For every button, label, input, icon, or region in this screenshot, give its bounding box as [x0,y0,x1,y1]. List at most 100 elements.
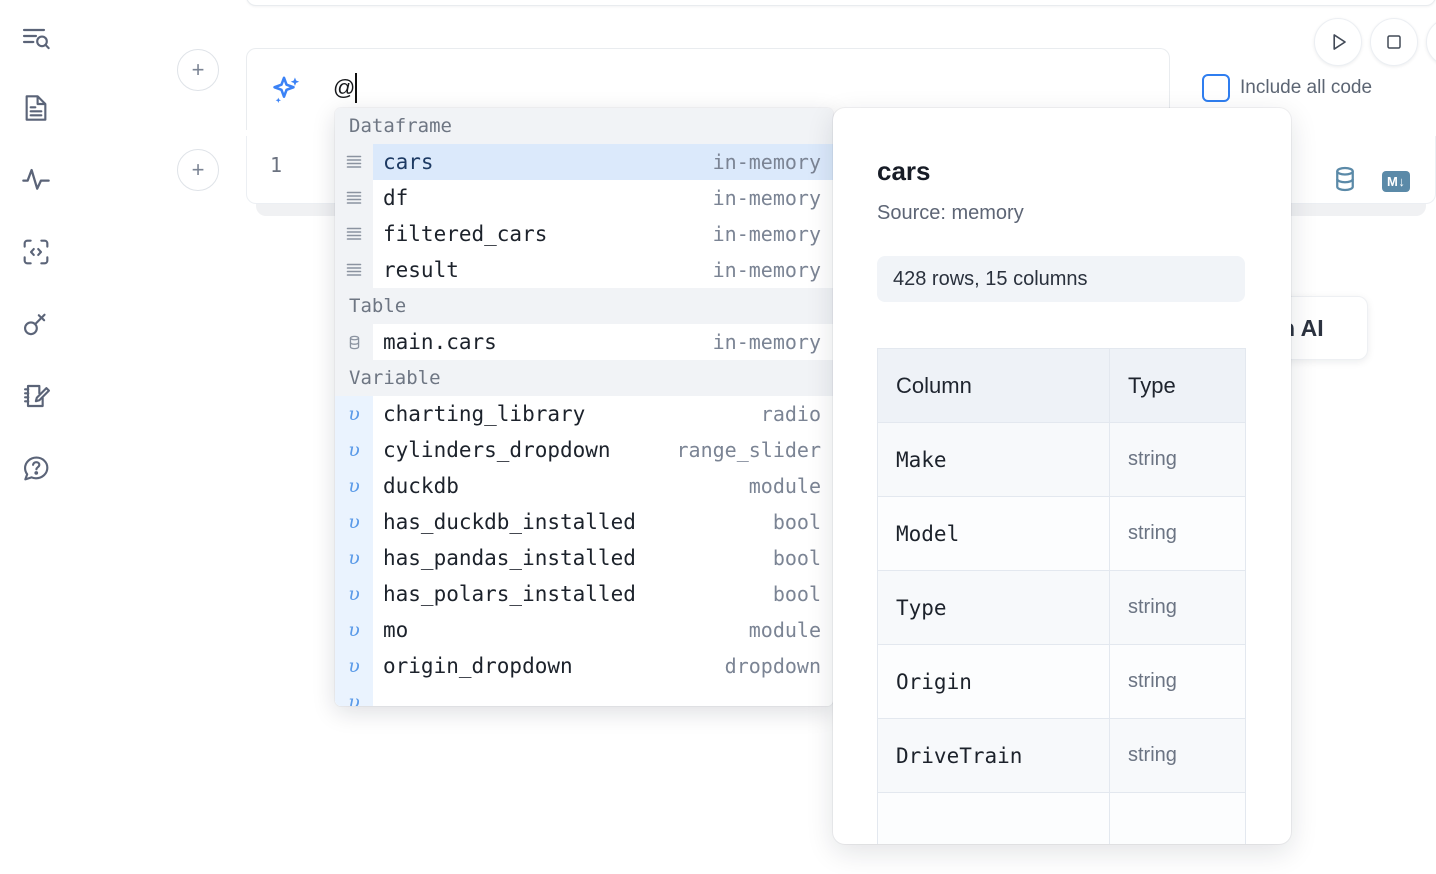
run-button[interactable] [1314,18,1362,66]
autocomplete-item-kind: in-memory [712,330,821,354]
cell-column-type: string [1109,422,1246,497]
autocomplete-item-kind: in-memory [712,258,821,282]
autocomplete-item-mo[interactable]: υ mo module [335,612,833,648]
table-row: DriveTrain string [877,718,1246,793]
autocomplete-item-kind: in-memory [712,222,821,246]
include-all-code-row[interactable]: Include all code [1202,74,1372,102]
cell-column-type: string [1109,644,1246,719]
autocomplete-item-partial[interactable]: υ [335,684,833,706]
cell-column-type: string [1109,496,1246,571]
include-all-code-label: Include all code [1240,77,1373,98]
autocomplete-item-has-duckdb-installed[interactable]: υ has_duckdb_installed bool [335,504,833,540]
plus-icon: + [191,157,205,182]
help-question-icon[interactable] [16,448,56,488]
autocomplete-item-label: duckdb [383,474,459,498]
autocomplete-item-duckdb[interactable]: υ duckdb module [335,468,833,504]
table-row: Origin string [877,644,1246,719]
autocomplete-item-label: df [383,186,409,210]
autocomplete-item-origin-dropdown[interactable]: υ origin_dropdown dropdown [335,648,833,684]
table-row: Type string [877,570,1246,645]
cell-column-type: string [1109,570,1246,645]
database-icon[interactable] [1330,164,1360,199]
more-actions-button[interactable] [1426,18,1436,66]
autocomplete-group-header: Variable [335,360,833,396]
file-document-icon[interactable] [16,88,56,128]
ai-prompt-input[interactable]: @ [333,75,356,100]
doc-source: Source: memory [877,202,1024,224]
autocomplete-item-has-pandas-installed[interactable]: υ has_pandas_installed bool [335,540,833,576]
notebook-edit-icon[interactable] [16,376,56,416]
dataframe-icon [335,144,373,180]
activity-pulse-icon[interactable] [16,160,56,200]
autocomplete-item-charting-library[interactable]: υ charting_library radio [335,396,833,432]
cell-column-name: DriveTrain [877,718,1110,793]
autocomplete-item-kind: module [748,618,821,642]
cell-column-name [877,792,1110,844]
plus-icon: + [191,57,205,82]
cell-column-name: Make [877,422,1110,497]
dataframe-icon [335,252,373,288]
variable-icon: υ [335,612,373,648]
autocomplete-item-cars[interactable]: cars in-memory [335,144,833,180]
autocomplete-item-df[interactable]: df in-memory [335,180,833,216]
variable-icon: υ [335,396,373,432]
autocomplete-item-kind: range_slider [676,438,822,462]
autocomplete-item-label: charting_library [383,402,586,426]
autocomplete-item-kind: bool [772,546,821,570]
variable-icon: υ [335,684,373,706]
cell-column-name: Model [877,496,1110,571]
cell-column-type: string [1109,718,1246,793]
sparkle-icon [269,73,305,109]
cell-column-type [1109,792,1246,844]
autocomplete-item-label: main.cars [383,330,497,354]
autocomplete-item-label: cylinders_dropdown [383,438,611,462]
autocomplete-item-main-cars[interactable]: main.cars in-memory [335,324,833,360]
autocomplete-item-label: filtered_cars [383,222,548,246]
autocomplete-item-kind: bool [772,582,821,606]
table-row: Model string [877,496,1246,571]
variable-icon: υ [335,504,373,540]
autocomplete-item-has-polars-installed[interactable]: υ has_polars_installed bool [335,576,833,612]
previous-cell-stub [246,0,1436,6]
stop-button[interactable] [1370,18,1418,66]
code-snippet-icon[interactable] [16,232,56,272]
text-cursor [355,73,357,103]
autocomplete-item-kind: bool [772,510,821,534]
autocomplete-group-header: Table [335,288,833,324]
autocomplete-item-kind: module [748,474,821,498]
autocomplete-item-label: origin_dropdown [383,654,573,678]
column-header-column: Column [877,348,1110,423]
markdown-icon[interactable]: M↓ [1382,171,1411,192]
dataframe-icon [335,180,373,216]
cell-toolbar-icons: M↓ [1330,164,1411,199]
cell-column-name: Type [877,570,1110,645]
doc-shape-badge: 428 rows, 15 columns [877,256,1245,302]
autocomplete-item-result[interactable]: result in-memory [335,252,833,288]
autocomplete-group-header: Dataframe [335,108,833,144]
cell-column-name: Origin [877,644,1110,719]
autocomplete-item-label: result [383,258,459,282]
autocomplete-item-label: mo [383,618,409,642]
autocomplete-item-kind: dropdown [724,654,821,678]
explore-search-icon[interactable] [16,18,56,58]
autocomplete-item-kind: in-memory [712,186,821,210]
variable-icon: υ [335,576,373,612]
autocomplete-item-kind: radio [760,402,821,426]
autocomplete-item-cylinders-dropdown[interactable]: υ cylinders_dropdown range_slider [335,432,833,468]
autocomplete-dropdown[interactable]: Dataframe cars in-memory df in-memory [335,108,833,706]
dataframe-icon [335,216,373,252]
include-all-code-checkbox[interactable] [1202,74,1230,102]
column-header-type: Type [1109,348,1246,423]
doc-title: cars [877,156,931,186]
autocomplete-item-label: has_polars_installed [383,582,636,606]
add-cell-button-bottom[interactable]: + [177,149,219,191]
documentation-panel: cars Source: memory 428 rows, 15 columns… [833,108,1291,844]
table-database-icon [335,324,373,360]
table-row-partial [877,792,1246,844]
add-cell-button-top[interactable]: + [177,49,219,91]
key-secret-icon[interactable] [16,304,56,344]
variable-icon: υ [335,648,373,684]
left-icon-rail [0,0,72,874]
autocomplete-item-filtered-cars[interactable]: filtered_cars in-memory [335,216,833,252]
